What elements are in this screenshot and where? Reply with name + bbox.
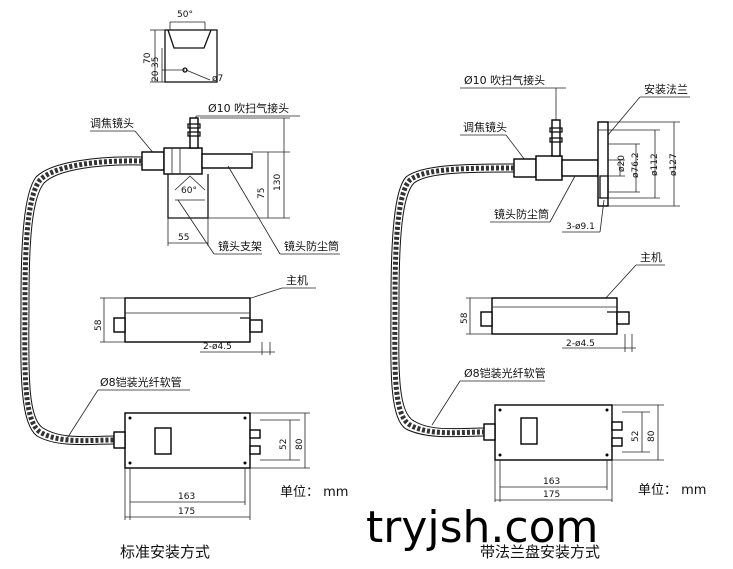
dim-d112: ø112	[650, 153, 660, 176]
dim-d76: ø76.2	[631, 152, 641, 178]
host-body-front	[124, 412, 251, 469]
dim-52-right: 52	[631, 431, 641, 442]
armored-fiber-hose	[22, 158, 143, 444]
label-dust-tube: 镜头防尘筒	[284, 239, 339, 253]
host-front-view-right: 52 80 163 175	[483, 404, 664, 502]
fiber-connector	[113, 431, 126, 449]
dim-d20: ø20	[617, 155, 627, 172]
left-panel: 50° 70 35 20 ø7 Ø10 吹扫气接头 调焦镜头 60°	[20, 10, 348, 561]
dim-angle-60: 60°	[181, 186, 197, 196]
dim-35: 35	[151, 57, 161, 68]
dim-holes-right: 2-ø4.5	[566, 339, 595, 349]
label-lens-bracket: 镜头支架	[218, 239, 262, 253]
dim-angle-50: 50°	[177, 10, 193, 20]
dim-d127: ø127	[669, 153, 679, 176]
host-body-front-right	[494, 404, 613, 461]
dim-175: 175	[178, 507, 195, 517]
dim-80: 80	[295, 438, 305, 450]
dim-75: 75	[257, 188, 267, 199]
label-focus-lens-right: 调焦镜头	[463, 120, 507, 134]
dim-70: 70	[143, 52, 153, 64]
right-panel: Ø10 吹扫气接头 安装法兰 调焦镜头	[390, 73, 706, 561]
dim-holes: 2-ø4.5	[203, 342, 232, 352]
unit-label: 单位： mm	[280, 485, 348, 500]
dim-80-right: 80	[647, 430, 657, 442]
display-window	[154, 427, 172, 455]
dim-175-right: 175	[543, 490, 560, 500]
dim-58-right: 58	[460, 312, 470, 324]
label-purge-connector: Ø10 吹扫气接头	[208, 101, 289, 115]
label-purge-connector-right: Ø10 吹扫气接头	[464, 73, 545, 87]
label-focus-lens: 调焦镜头	[90, 116, 134, 130]
label-hose: Ø8铠装光纤软管	[100, 375, 182, 389]
lens-flange-assembly	[513, 119, 609, 207]
dim-55: 55	[178, 233, 189, 243]
label-hose-right: Ø8铠装光纤软管	[464, 366, 546, 380]
dust-tube-body	[201, 153, 253, 169]
caption-standard-installation: 标准安装方式	[120, 543, 210, 561]
dim-hole-7: ø7	[212, 74, 223, 84]
dim-20: 20	[151, 70, 161, 82]
dim-163: 163	[178, 492, 195, 502]
armored-fiber-hose-right	[392, 165, 515, 436]
host-side-view: 主机 58 2-ø4.5	[94, 273, 316, 355]
watermark-text: tryjsh.com	[366, 502, 598, 553]
label-flange: 安装法兰	[644, 82, 688, 96]
focus-lens-body	[141, 151, 165, 171]
dim-58: 58	[94, 319, 104, 331]
label-host-right: 主机	[640, 250, 662, 264]
dim-163-right: 163	[543, 477, 560, 487]
focus-lens-body-right	[513, 158, 537, 178]
caption-flange-installation: 带法兰盘安装方式	[480, 543, 600, 561]
dim-130: 130	[273, 174, 283, 191]
host-side-view-right: 主机 58 2-ø4.5	[460, 250, 665, 352]
label-dust-tube-right: 镜头防尘筒	[494, 207, 549, 221]
dust-tube-right	[561, 159, 599, 177]
label-flange-holes: 3-ø9.1	[566, 222, 595, 232]
host-body-side	[124, 297, 251, 343]
dim-52: 52	[279, 439, 289, 450]
display-window-right	[520, 417, 538, 445]
host-body-side-right	[491, 297, 618, 335]
unit-label-right: 单位： mm	[638, 483, 706, 498]
host-front-view: 52 80 163 175	[113, 412, 310, 520]
label-host: 主机	[286, 273, 308, 287]
lens-assembly: 60°	[141, 117, 253, 219]
bracket-top-view: 50° 70 35 20 ø7	[143, 10, 223, 84]
fiber-connector-right	[483, 423, 496, 441]
